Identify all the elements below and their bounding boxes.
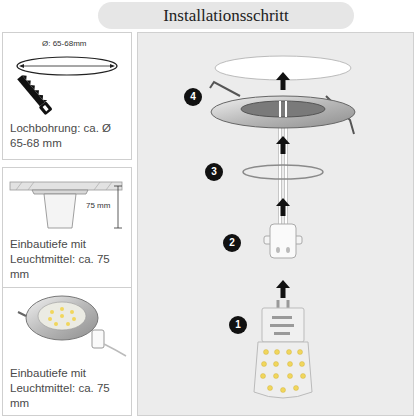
- hole-saw: [16, 73, 54, 115]
- caption: Lochbohrung: ca. Ø 65-68 mm: [10, 121, 126, 151]
- up-arrow: [276, 72, 290, 90]
- housing-flange: [32, 190, 88, 194]
- saw-grip: [43, 105, 49, 111]
- spot-lens: [38, 302, 86, 330]
- assembly-arrows: [276, 72, 290, 298]
- wires: [280, 101, 286, 117]
- caption: Einbautiefe mit Leuchtmittel: ca. 75 mm: [10, 366, 126, 411]
- retaining-ring: [243, 165, 323, 179]
- socket: [92, 330, 104, 348]
- bulb-cup: [254, 342, 312, 398]
- wire: [104, 344, 126, 356]
- up-arrow: [276, 198, 290, 216]
- up-arrow: [276, 136, 290, 154]
- dimension-line: [21, 66, 113, 67]
- print-mark: [274, 332, 290, 335]
- ceiling-board: [10, 182, 122, 190]
- dimension-arrows: [19, 64, 115, 68]
- callout-number-text: 4: [190, 92, 196, 102]
- fixture-opening: [241, 101, 325, 117]
- hatching: [16, 182, 112, 190]
- exploded-view: [210, 56, 355, 398]
- title: Installationsschritt: [163, 6, 289, 26]
- bulb-pins: [278, 300, 288, 308]
- ceiling-section: [10, 182, 122, 228]
- gu10-socket: [270, 224, 296, 258]
- callout-number: 1: [229, 316, 247, 334]
- callout-number: 3: [205, 163, 223, 181]
- dimension-label: Ø: 65-68mm: [42, 40, 86, 49]
- saw-handle: [39, 101, 53, 115]
- instruction-panel: Einbautiefe mit Leuchtmittel: ca. 75 mm: [2, 287, 132, 416]
- spot-ring: [26, 296, 98, 340]
- led-dots: [48, 307, 76, 326]
- callout-number: 2: [223, 234, 241, 252]
- saw-blade: [17, 75, 45, 106]
- hole-outline: [17, 57, 117, 75]
- dimension-ticks: [114, 186, 122, 228]
- callout-number-text: 2: [229, 238, 235, 248]
- socket-hole: [276, 247, 280, 253]
- print-mark: [270, 324, 294, 327]
- spring-clip: [210, 82, 240, 96]
- drill-hole: [17, 57, 117, 75]
- title-pill: Installationsschritt: [98, 2, 354, 29]
- instruction-panel: Lochbohrung: ca. Ø 65-68 mm: [2, 32, 132, 160]
- saw-teeth: [22, 73, 47, 102]
- instruction-panel: Einbautiefe mit Leuchtmittel: ca. 75 mm: [2, 167, 132, 288]
- dimension-label: 75 mm: [86, 202, 110, 211]
- spotlight-photo: [18, 296, 126, 356]
- fixture-flange: [211, 96, 355, 128]
- depth-dimension: [118, 186, 119, 228]
- spring-clip: [18, 312, 26, 316]
- callout-number: 4: [184, 88, 202, 106]
- callout-number-text: 3: [211, 167, 217, 177]
- up-arrow: [276, 280, 290, 298]
- exploded-view-ground: [138, 33, 414, 416]
- led-dots: [261, 350, 306, 393]
- panel-ground: [2, 287, 132, 415]
- print-mark: [272, 316, 292, 319]
- panel-ground: [2, 167, 132, 282]
- housing-body: [44, 194, 76, 228]
- socket-hole: [286, 247, 290, 253]
- bulb-base: [262, 308, 304, 342]
- panel-ground: [2, 32, 132, 160]
- callout-number-text: 1: [235, 320, 241, 330]
- caption: Einbautiefe mit Leuchtmittel: ca. 75 mm: [10, 237, 126, 282]
